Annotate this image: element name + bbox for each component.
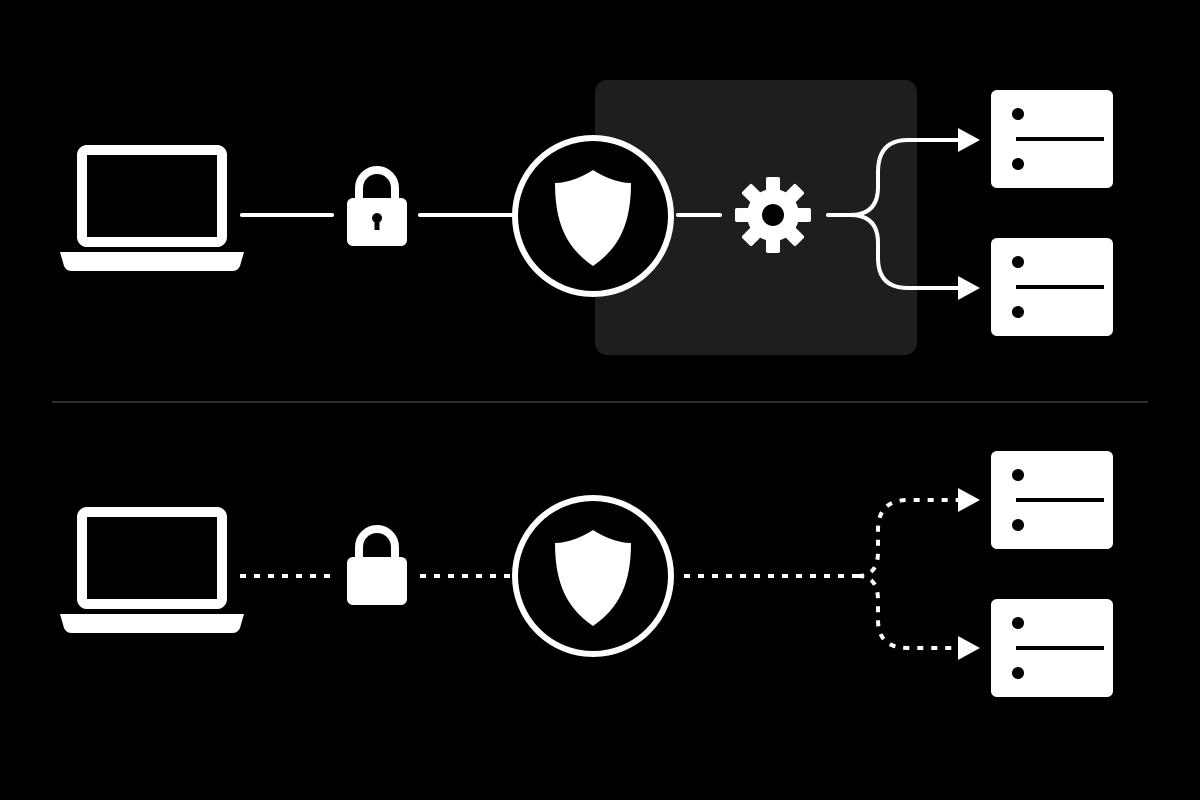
connectors-solid	[240, 138, 962, 290]
laptop-icon	[60, 150, 244, 271]
gear-icon	[735, 177, 811, 253]
server-icon	[989, 597, 1115, 699]
connectors-dotted	[240, 498, 960, 650]
shield-icon	[515, 498, 671, 654]
lock-icon	[347, 170, 407, 246]
connector-branch-lower	[848, 213, 962, 290]
flow-bottom	[60, 449, 1115, 699]
arrowheads-top	[958, 128, 980, 300]
flow-top	[60, 80, 1115, 355]
arrow-head-icon	[958, 128, 980, 152]
arrow-head-icon	[958, 276, 980, 300]
server-icon	[989, 88, 1115, 190]
arrow-head-icon	[958, 636, 980, 660]
server-icon	[989, 449, 1115, 551]
arrow-head-icon	[958, 488, 980, 512]
shield-icon	[515, 138, 671, 294]
connector-branch-upper	[857, 498, 960, 578]
connector-branch-upper	[826, 138, 962, 217]
lock-icon	[347, 529, 407, 605]
server-icon	[989, 236, 1115, 338]
connector-branch-lower	[857, 574, 960, 650]
laptop-icon	[60, 512, 244, 633]
arrowheads-bottom	[958, 488, 980, 660]
